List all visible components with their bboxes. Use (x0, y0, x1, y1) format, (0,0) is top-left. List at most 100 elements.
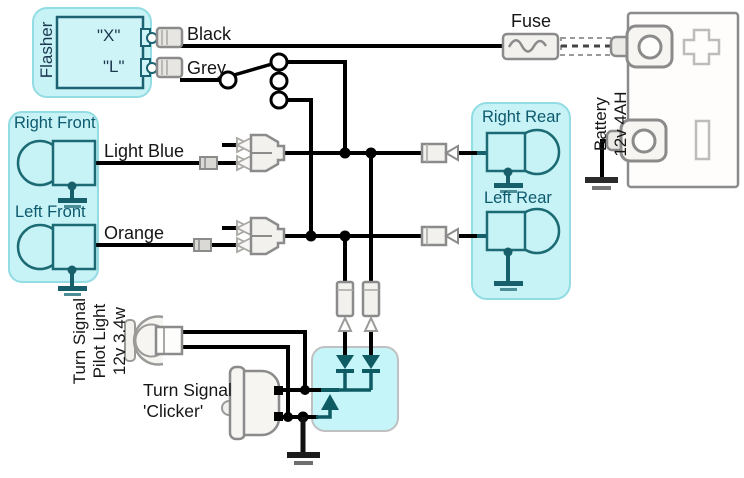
ground-bar2 (500, 190, 517, 193)
left-front-lamp (16, 223, 97, 296)
clicker-unit (221, 365, 283, 441)
junction-dot (365, 147, 377, 159)
pilot-top-wire (180, 330, 307, 390)
ground-bar1 (494, 183, 523, 188)
clicker-label-line2: 'Clicker' (143, 400, 204, 421)
diode-connector-right (361, 280, 381, 332)
right-diode-bar (362, 369, 380, 373)
orange-wire-label: Orange (104, 223, 165, 243)
connector-body (335, 280, 355, 318)
battery-plus-icon (682, 28, 721, 66)
left-rear-lamp (477, 207, 561, 291)
left-diode-icon (336, 355, 354, 369)
pilot-label-line2: Pilot Light (89, 303, 109, 379)
flasher-plug-l (155, 56, 184, 79)
inline-splices (193, 156, 218, 252)
ground-bar1 (494, 281, 523, 286)
left-rear-label: Left Rear (484, 189, 552, 207)
switch-bottom-feed-wire (287, 98, 313, 236)
switch-blade (233, 62, 273, 77)
flasher-ring-l (146, 62, 158, 74)
flasher-label: Flasher (37, 21, 57, 79)
splice-orange (193, 238, 212, 252)
light-blue-wire-label: Light Blue (104, 141, 185, 161)
switch-pivot (218, 70, 238, 90)
battery-ground-bar1 (585, 177, 618, 183)
battery-minus-icon (694, 119, 711, 161)
front-connector-bottom (234, 216, 286, 256)
flasher-terminal-x-label: "X" (97, 26, 121, 45)
pilot-label-line3: 12v 3.4w (110, 307, 130, 376)
left-front-label: Left Front (15, 203, 86, 221)
switch-contact-left (269, 90, 289, 110)
fuse-element (507, 39, 548, 53)
ground-bar2 (294, 461, 313, 465)
front-connector-top (234, 133, 286, 173)
junction-dot (339, 230, 351, 242)
connector-body (420, 225, 448, 247)
battery-ground-bar2 (592, 186, 611, 190)
battery-unit (585, 11, 740, 190)
ground-bar2 (64, 205, 81, 208)
fuse-body (501, 32, 560, 61)
junction-dot (300, 385, 310, 395)
pilot-label-line1: Turn Signal (69, 297, 89, 385)
connector-body (420, 142, 448, 164)
up-diode-icon (321, 394, 339, 410)
rear-connector-bottom (420, 225, 459, 247)
junction-dot (339, 147, 351, 159)
switch-contact-right (269, 52, 289, 72)
right-front-lamp (16, 139, 97, 208)
ground-bar2 (64, 293, 81, 296)
ground-bar2 (500, 288, 517, 291)
lamp-body (485, 210, 527, 252)
switch-contact-off (269, 71, 289, 91)
flasher-body (55, 15, 145, 90)
diode-connector-left (335, 280, 355, 332)
flasher-plug-x (155, 26, 184, 49)
rear-connector-top (420, 142, 459, 164)
turn-signal-switch (218, 52, 289, 110)
pilot-bottom-wire (180, 345, 290, 417)
battery-positive-hole (637, 34, 663, 60)
clicker-body (242, 369, 281, 437)
ground-bar1 (58, 286, 87, 291)
wires (96, 44, 608, 419)
pilot-base (154, 325, 184, 356)
clicker-terminal-bottom (274, 412, 283, 421)
diode-ground-lead (316, 410, 332, 419)
bullet-pin-icon (337, 315, 353, 332)
flasher-ring-x (146, 32, 158, 44)
grey-wire-label: Grey (187, 58, 227, 78)
clicker-label: Turn Signal'Clicker' (143, 380, 232, 421)
bullet-pin-icon (444, 144, 459, 162)
lamp-body (485, 131, 527, 173)
right-front-label: Right Front (14, 114, 96, 132)
battery-label-line2: 12v 4AH (611, 91, 630, 157)
lamp-body (51, 139, 97, 187)
plug-ridges (161, 30, 168, 75)
ground-bar1 (58, 198, 87, 203)
bullet-pin-icon (363, 315, 379, 332)
right-diode-icon (362, 355, 380, 369)
left-diode-bar (336, 369, 354, 373)
pilot-inner-arc (134, 323, 161, 358)
black-wire-label: Black (187, 24, 232, 44)
connector-body (361, 280, 381, 318)
flasher-terminal-l-label: "L" (103, 57, 125, 76)
lamp-body (51, 223, 97, 271)
battery-negative-hole (631, 128, 657, 154)
splice-light-blue (199, 156, 218, 170)
ground-bar1 (287, 452, 320, 458)
pilot-light-unit (124, 315, 184, 366)
clicker-label-line1: Turn Signal (143, 380, 232, 400)
right-rear-lamp (477, 128, 561, 193)
switch-top-feed-wire (287, 60, 347, 153)
flasher-unit (55, 15, 184, 90)
right-rear-label: Right Rear (482, 108, 561, 126)
junction-dot (305, 230, 317, 242)
